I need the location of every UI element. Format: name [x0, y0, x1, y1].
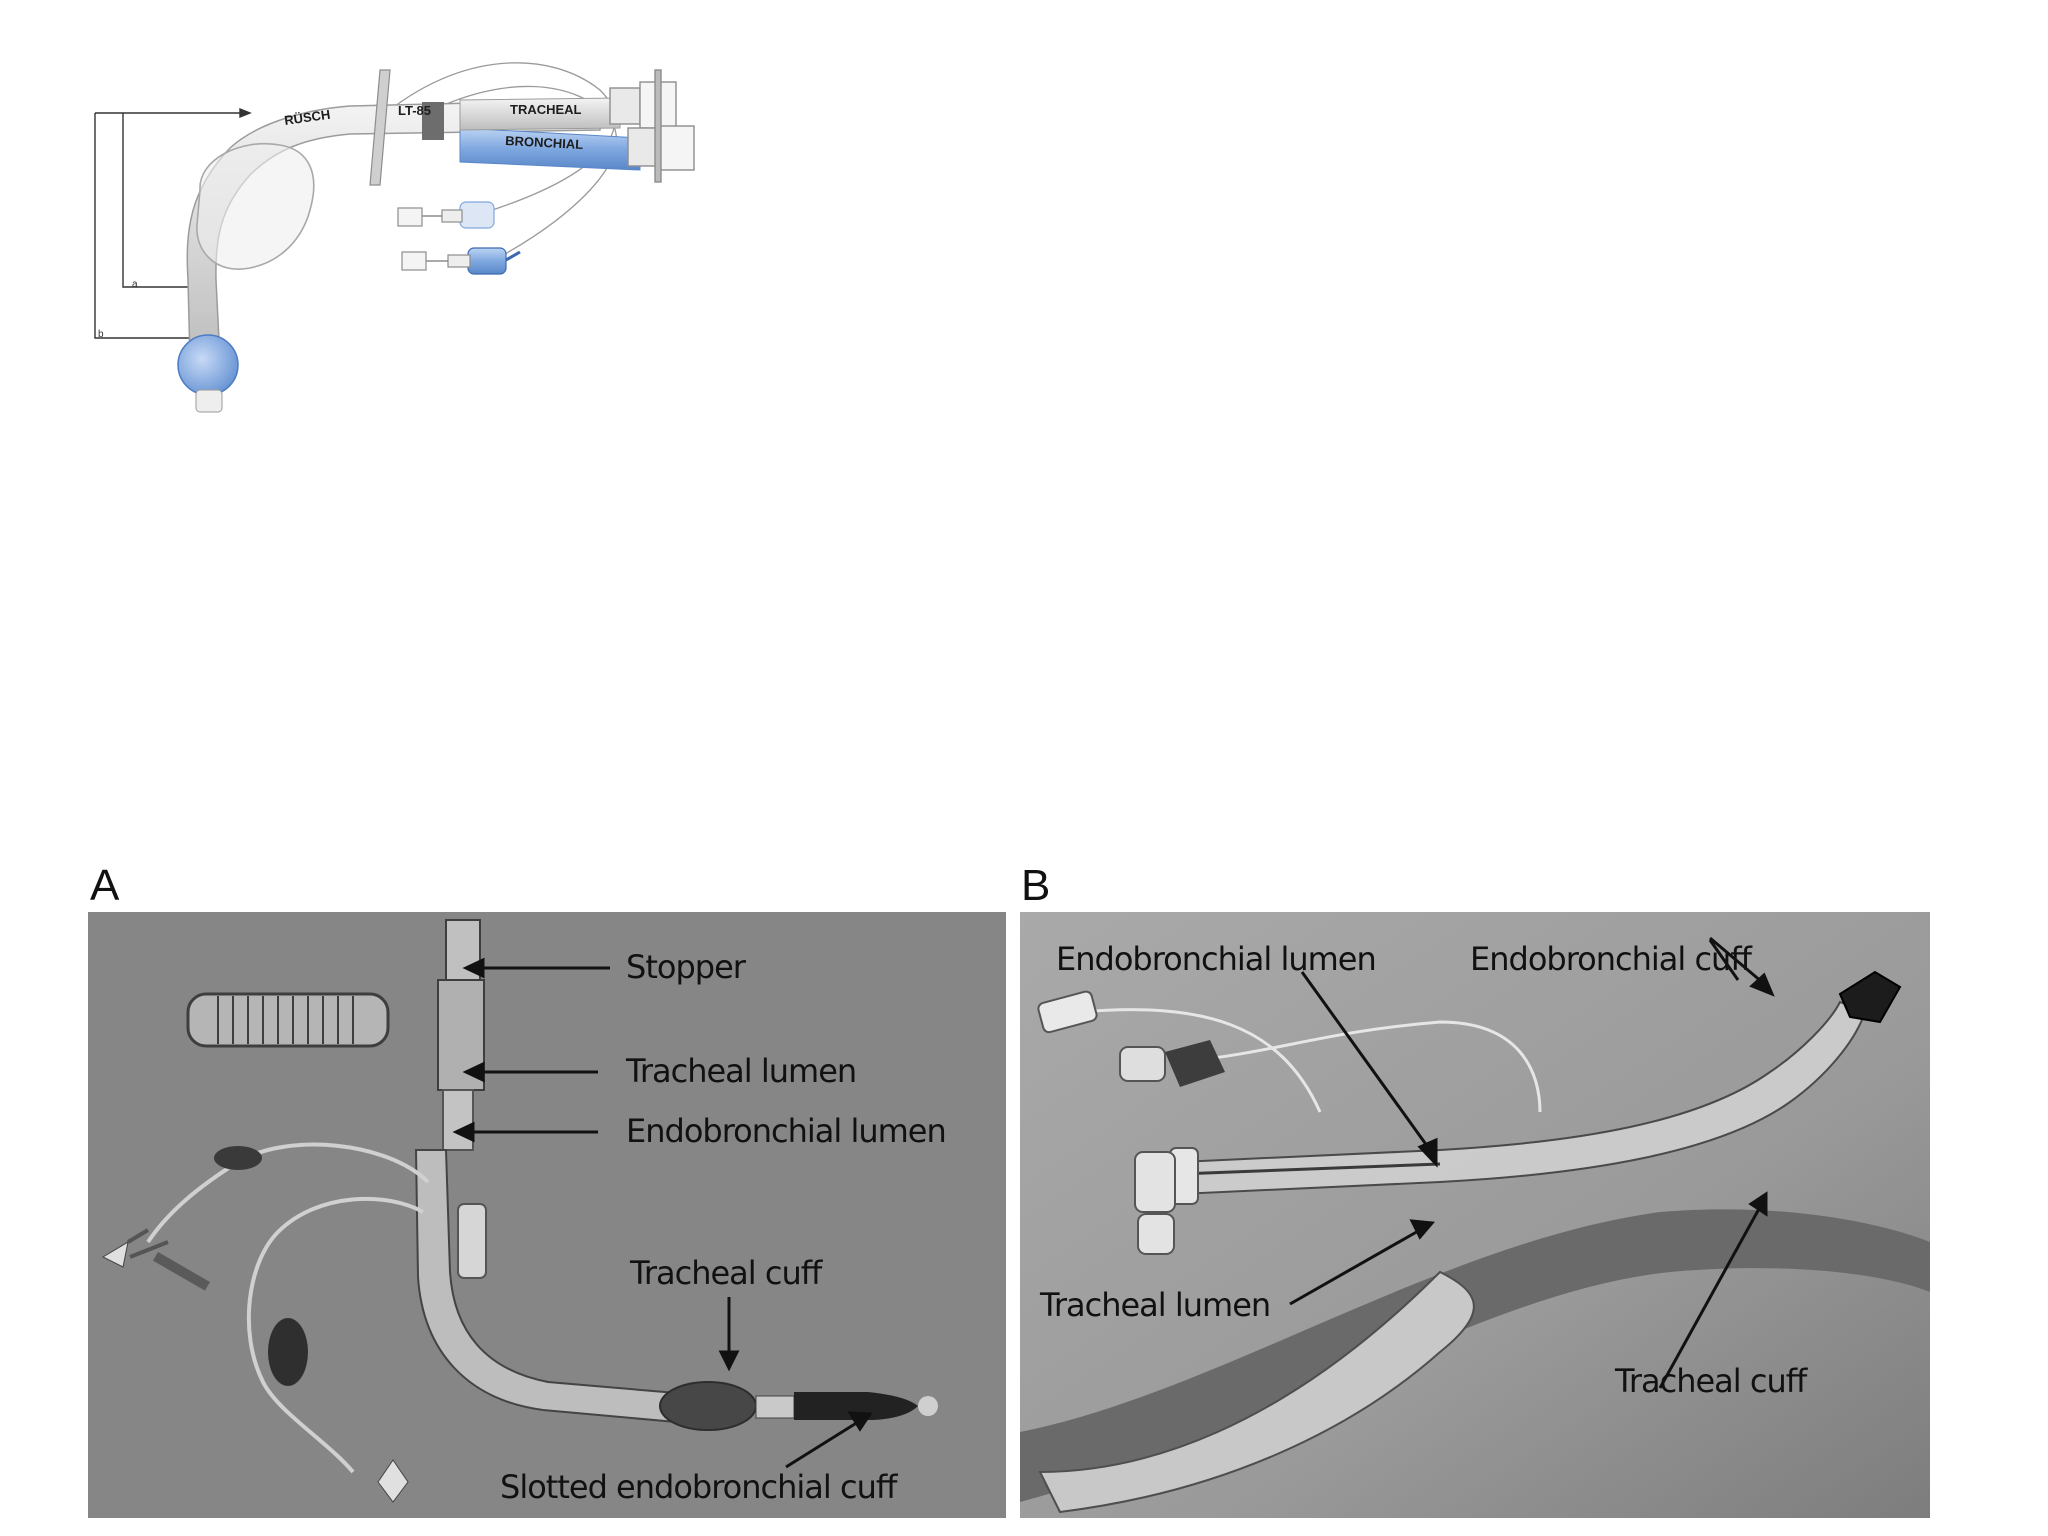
arrows-a: [452, 957, 873, 1469]
label-tracheal-cuff-b: Tracheal cuff: [1614, 1362, 1808, 1400]
dim-a-label: a: [132, 279, 138, 290]
label-tracheal-cuff-a: Tracheal cuff: [629, 1254, 823, 1292]
label-slotted-cuff: Slotted endobronchial cuff: [500, 1468, 898, 1506]
panel-b-photo: Endobronchial lumen Endobronchial cuff T…: [1020, 912, 1930, 1518]
panel-a-letter: A: [90, 861, 120, 910]
model-text: LT-85: [398, 103, 431, 118]
pilot-balloons: [397, 201, 521, 275]
catheter-mount: [186, 992, 390, 1048]
bronchial-cuff-tip: [177, 334, 239, 413]
fabric-strap: [1038, 1270, 1475, 1514]
bronchial-text: BRONCHIAL: [505, 133, 584, 152]
main-tube-b: [1169, 970, 1902, 1205]
panel-b-letter: B: [1021, 861, 1051, 910]
brand-text: RÜSCH: [283, 107, 331, 128]
label-tracheal-lumen-b: Tracheal lumen: [1039, 1286, 1270, 1324]
label-endobronchial-cuff-b: Endobronchial cuff: [1470, 940, 1753, 978]
tracheal-text: TRACHEAL: [510, 102, 582, 117]
label-endobronchial-lumen-a: Endobronchial lumen: [626, 1112, 946, 1150]
main-tube: [414, 919, 700, 1426]
label-stopper: Stopper: [626, 948, 747, 986]
double-lumen-tube-diagram: a b: [94, 62, 695, 413]
connectors-b: [1037, 990, 1225, 1255]
label-tracheal-lumen-a: Tracheal lumen: [625, 1052, 856, 1090]
tube-body: [186, 69, 641, 361]
dim-b-label: b: [98, 329, 104, 340]
tracheal-cuff-shape: [659, 1381, 938, 1431]
label-endobronchial-lumen-b: Endobronchial lumen: [1056, 940, 1376, 978]
panel-a-photo: Stopper Tracheal lumen Endobronchial lum…: [88, 912, 1006, 1518]
arrows-b: [1289, 936, 1775, 1389]
pilot-lines-b: [1079, 1008, 1542, 1113]
pilot-balloons-a: [101, 1146, 409, 1503]
connectors: [609, 69, 695, 183]
